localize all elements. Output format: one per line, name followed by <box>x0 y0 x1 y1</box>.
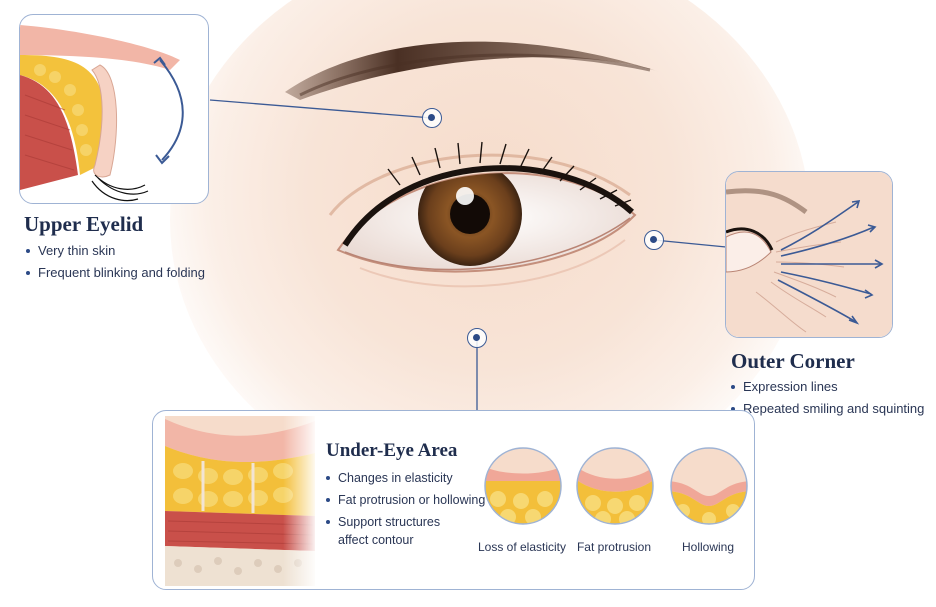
connector-lines <box>209 99 727 410</box>
bullet-item: Fat protrusion or hollowing <box>326 489 485 511</box>
outer-corner-panel <box>725 171 893 338</box>
eyebrow <box>285 41 660 100</box>
upper-eyelid-cross-section <box>20 25 184 202</box>
bullet-item: Expression lines <box>731 376 924 398</box>
under-eye-illustrations <box>165 416 748 586</box>
caption-hollowing: Hollowing <box>681 540 735 554</box>
hollowing-illustration <box>671 448 747 524</box>
fat-protrusion-illustration <box>577 448 653 524</box>
bullet-item: Support structures <box>326 511 485 533</box>
outer-corner-bullets: Expression lines Repeated smiling and sq… <box>731 376 924 420</box>
pupil <box>450 194 490 234</box>
upper-eyelid-panel <box>19 14 209 204</box>
outer-corner-closeup <box>726 172 892 337</box>
loss-of-elasticity-illustration <box>485 448 561 524</box>
under-eye-panel <box>152 410 755 590</box>
under-eye-cross-section <box>165 416 318 586</box>
caption-fat-protrusion: Fat protrusion <box>576 540 652 554</box>
under-eye-bullets: Changes in elasticity Fat protrusion or … <box>326 467 485 533</box>
upper-eyelid-bullets: Very thin skin Frequent blinking and fol… <box>26 240 205 284</box>
marker-dot-icon[interactable] <box>467 328 487 348</box>
radiating-arrows-icon <box>777 200 884 325</box>
bullet-item: Repeated smiling and squinting <box>731 398 924 420</box>
under-eye-title: Under-Eye Area <box>326 440 458 461</box>
eyelashes <box>387 141 632 207</box>
under-eye-bullet-continuation: affect contour <box>338 533 414 547</box>
bullet-item: Very thin skin <box>26 240 205 262</box>
outer-corner-title: Outer Corner <box>731 349 855 373</box>
bullet-item: Changes in elasticity <box>326 467 485 489</box>
caption-loss-of-elasticity: Loss of elasticity <box>477 540 567 554</box>
upper-eyelid-title: Upper Eyelid <box>24 212 144 236</box>
double-arrow-icon <box>153 56 184 165</box>
marker-dot-icon[interactable] <box>422 108 442 128</box>
marker-dot-icon[interactable] <box>644 230 664 250</box>
bullet-item: Frequent blinking and folding <box>26 262 205 284</box>
